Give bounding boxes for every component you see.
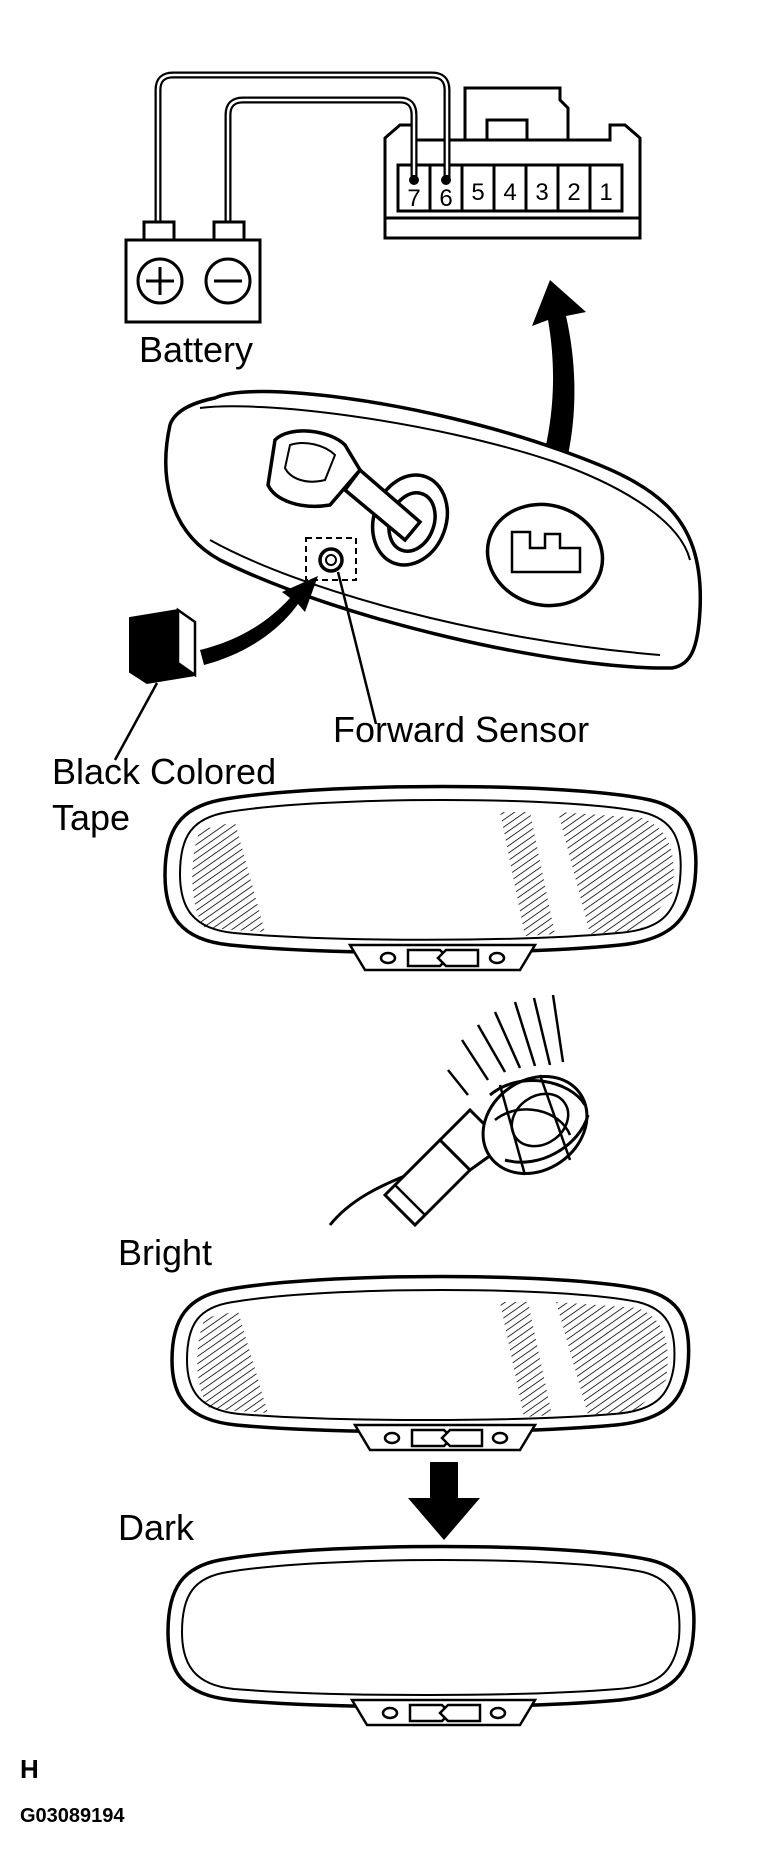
pin-7-label: 7 [407,185,420,212]
mirror-front-2 [170,1274,691,1452]
mirror-front-3 [166,1544,696,1727]
pin-6-label: 6 [439,185,452,212]
bright-to-dark-arrow [408,1462,480,1540]
figure-code: G03089194 [20,1805,125,1827]
pin-3-label: 3 [535,179,548,206]
mirror-back [164,389,703,670]
panel-letter: H [20,1754,39,1784]
black-tape-label-line1: Black Colored [52,751,276,792]
mirror-2-button-panel [352,1423,538,1452]
pin-1-label: 1 [599,179,612,206]
pin-4-label: 4 [503,179,516,206]
tape-direction-arrow [200,576,318,665]
connector-pin-labels: 7 6 5 4 3 2 1 [407,179,612,212]
work-light-icon [328,994,590,1228]
connector-direction-arrow [520,280,586,528]
connector [383,86,642,240]
mirror-front-1 [163,784,698,972]
dark-label: Dark [118,1507,195,1548]
forward-sensor-label: Forward Sensor [333,709,589,750]
bright-label: Bright [118,1232,212,1273]
black-tape-icon [129,607,197,685]
battery-label: Battery [139,329,253,370]
pin-5-label: 5 [471,179,484,206]
battery [124,220,262,324]
mirror-3-button-panel [349,1698,538,1727]
pin-2-label: 2 [567,179,580,206]
black-tape-label-line2: Tape [52,797,130,838]
tape-leader-line [113,682,159,761]
sensor-leader-line [336,571,378,725]
wires-inner [156,73,449,228]
mirror-1-button-panel [347,943,538,972]
